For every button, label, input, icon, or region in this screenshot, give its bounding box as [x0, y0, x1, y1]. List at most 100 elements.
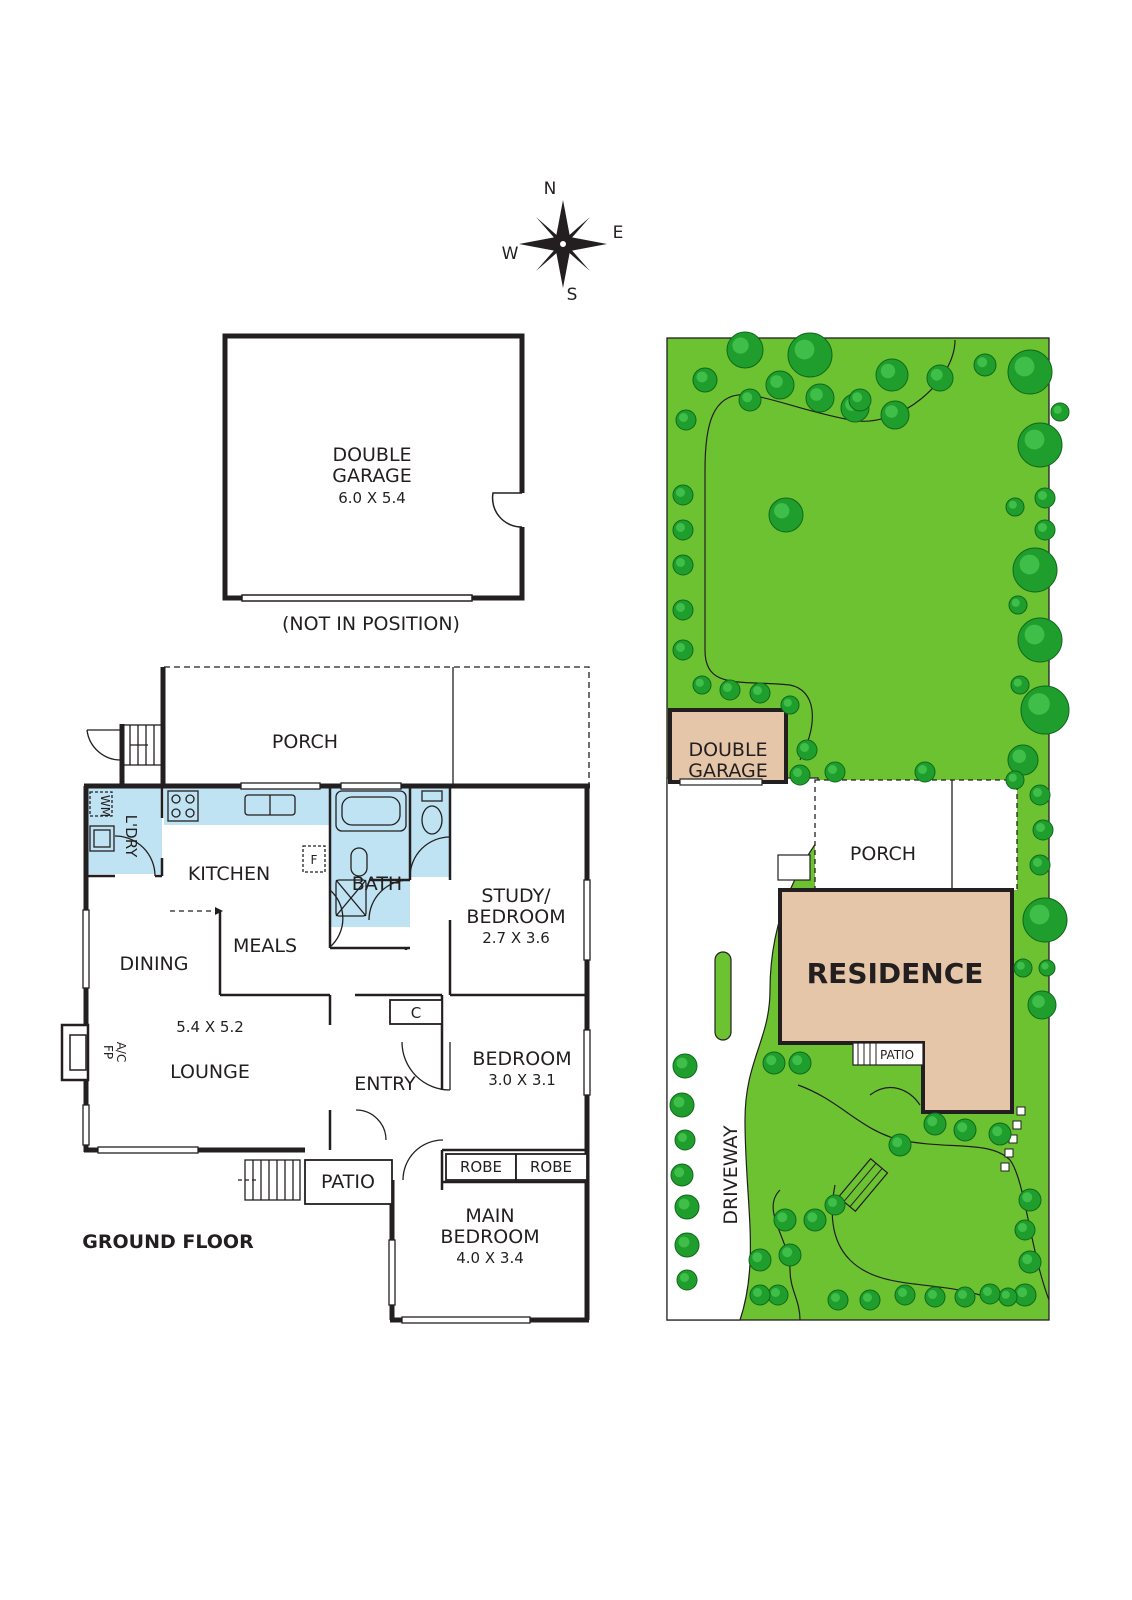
- tree-highlight: [1022, 1192, 1033, 1203]
- robe-box-2: [515, 1153, 588, 1181]
- tree-highlight: [1008, 500, 1017, 509]
- garage-plan: [222, 333, 525, 602]
- tree-highlight: [782, 1247, 793, 1258]
- garage-note: (NOT IN POSITION): [282, 613, 460, 635]
- kitchen-label: KITCHEN: [188, 863, 270, 885]
- compass-east-label: E: [613, 223, 624, 243]
- floor-label: GROUND FLOOR: [82, 1231, 254, 1253]
- compass-north-label: N: [544, 179, 557, 199]
- tree-highlight: [927, 1116, 938, 1127]
- tree-highlight: [771, 1288, 780, 1297]
- main-bedroom-line2: BEDROOM: [440, 1226, 539, 1248]
- tree-highlight: [1012, 749, 1026, 763]
- tree-highlight: [742, 392, 753, 403]
- study-label-line2: BEDROOM: [466, 906, 565, 928]
- porch-label: PORCH: [272, 731, 338, 753]
- tree-highlight: [983, 1287, 992, 1296]
- tree-highlight: [783, 698, 792, 707]
- tree-highlight: [828, 765, 837, 774]
- kitchen-fixtures: [167, 790, 326, 873]
- tree-highlight: [898, 1288, 907, 1297]
- tree-highlight: [1024, 624, 1045, 645]
- fireplace-label: FP: [101, 1045, 115, 1059]
- tree-highlight: [679, 413, 688, 422]
- tree-highlight: [831, 1293, 840, 1302]
- laundry-fixtures: [89, 791, 156, 877]
- tree-highlight: [676, 488, 685, 497]
- bedroom-label: BEDROOM: [472, 1048, 571, 1070]
- tree-highlight: [1014, 356, 1035, 377]
- tree-highlight: [1041, 962, 1049, 970]
- tree-highlight: [930, 368, 943, 381]
- tree-highlight: [770, 375, 783, 388]
- tree-highlight: [673, 1096, 685, 1108]
- study-size: 2.7 X 3.6: [482, 929, 550, 947]
- tree-highlight: [674, 1167, 685, 1178]
- garage-size: 6.0 X 5.4: [338, 489, 406, 507]
- tree-highlight: [928, 1290, 937, 1299]
- robe-label-1: ROBE: [460, 1158, 502, 1176]
- site-plan: [666, 337, 1050, 1321]
- tree-highlight: [1038, 491, 1047, 500]
- tree-highlight: [1016, 961, 1025, 970]
- tree-highlight: [774, 503, 790, 519]
- tree-highlight: [1001, 1290, 1010, 1299]
- compass-west-label: W: [502, 244, 519, 264]
- windows: [82, 782, 591, 1324]
- tree-highlight: [1013, 678, 1022, 687]
- porch-outline: [164, 666, 590, 785]
- entry-label: ENTRY: [354, 1073, 416, 1095]
- patio-label: PATIO: [321, 1171, 375, 1193]
- fireplace-icon: [60, 1023, 90, 1082]
- tree-highlight: [678, 1198, 690, 1210]
- tree-highlight: [1011, 598, 1020, 607]
- tree-highlight: [678, 1236, 690, 1248]
- tree-highlight: [794, 339, 815, 360]
- tree-highlight: [695, 678, 704, 687]
- tree-highlight: [793, 768, 802, 777]
- tree-highlight: [1018, 1223, 1027, 1232]
- tree-highlight: [1038, 523, 1047, 532]
- tree-highlight: [1028, 693, 1050, 715]
- arrow-icon: [215, 907, 223, 915]
- site-garage-line2: GARAGE: [688, 760, 768, 782]
- meals-label: MEALS: [233, 935, 297, 957]
- bath-label: BATH: [352, 873, 402, 895]
- porch-steps: [121, 724, 164, 766]
- tree-highlight: [1024, 429, 1045, 450]
- compass-south-label: S: [567, 285, 578, 305]
- tree-highlight: [678, 1133, 687, 1142]
- tree-highlight: [1033, 788, 1042, 797]
- robe-label-2: ROBE: [530, 1158, 572, 1176]
- tree-highlight: [696, 371, 708, 383]
- tree-highlight: [753, 686, 762, 695]
- tree-highlight: [752, 1252, 763, 1263]
- tree-highlight: [753, 1288, 762, 1297]
- tree-highlight: [957, 1122, 968, 1133]
- tree-highlight: [880, 363, 896, 379]
- patio-steps: [238, 1159, 301, 1201]
- tree-highlight: [1008, 773, 1017, 782]
- site-patio-label: PATIO: [880, 1048, 914, 1062]
- tree-highlight: [852, 392, 863, 403]
- closet-label: C: [411, 1004, 421, 1022]
- tree-highlight: [1022, 1254, 1033, 1265]
- tree-highlight: [885, 405, 898, 418]
- door-swings: [86, 729, 451, 1181]
- fridge-label: F: [311, 853, 318, 867]
- tree-highlight: [918, 765, 927, 774]
- trees: [669, 331, 1070, 1311]
- tree-highlight: [1033, 858, 1042, 867]
- patio-box: [304, 1159, 393, 1205]
- tree-highlight: [766, 1055, 777, 1066]
- washing-machine-label: WM: [98, 795, 112, 817]
- garage-title-line1: DOUBLE: [332, 444, 411, 466]
- aircon-label: A/C: [114, 1042, 128, 1063]
- main-bedroom-line1: MAIN: [465, 1205, 514, 1227]
- tree-highlight: [676, 523, 685, 532]
- tree-highlight: [958, 1290, 967, 1299]
- site-driveway-label: DRIVEWAY: [720, 1125, 742, 1225]
- tree-highlight: [977, 357, 988, 368]
- main-bedroom-size: 4.0 X 3.4: [456, 1249, 524, 1267]
